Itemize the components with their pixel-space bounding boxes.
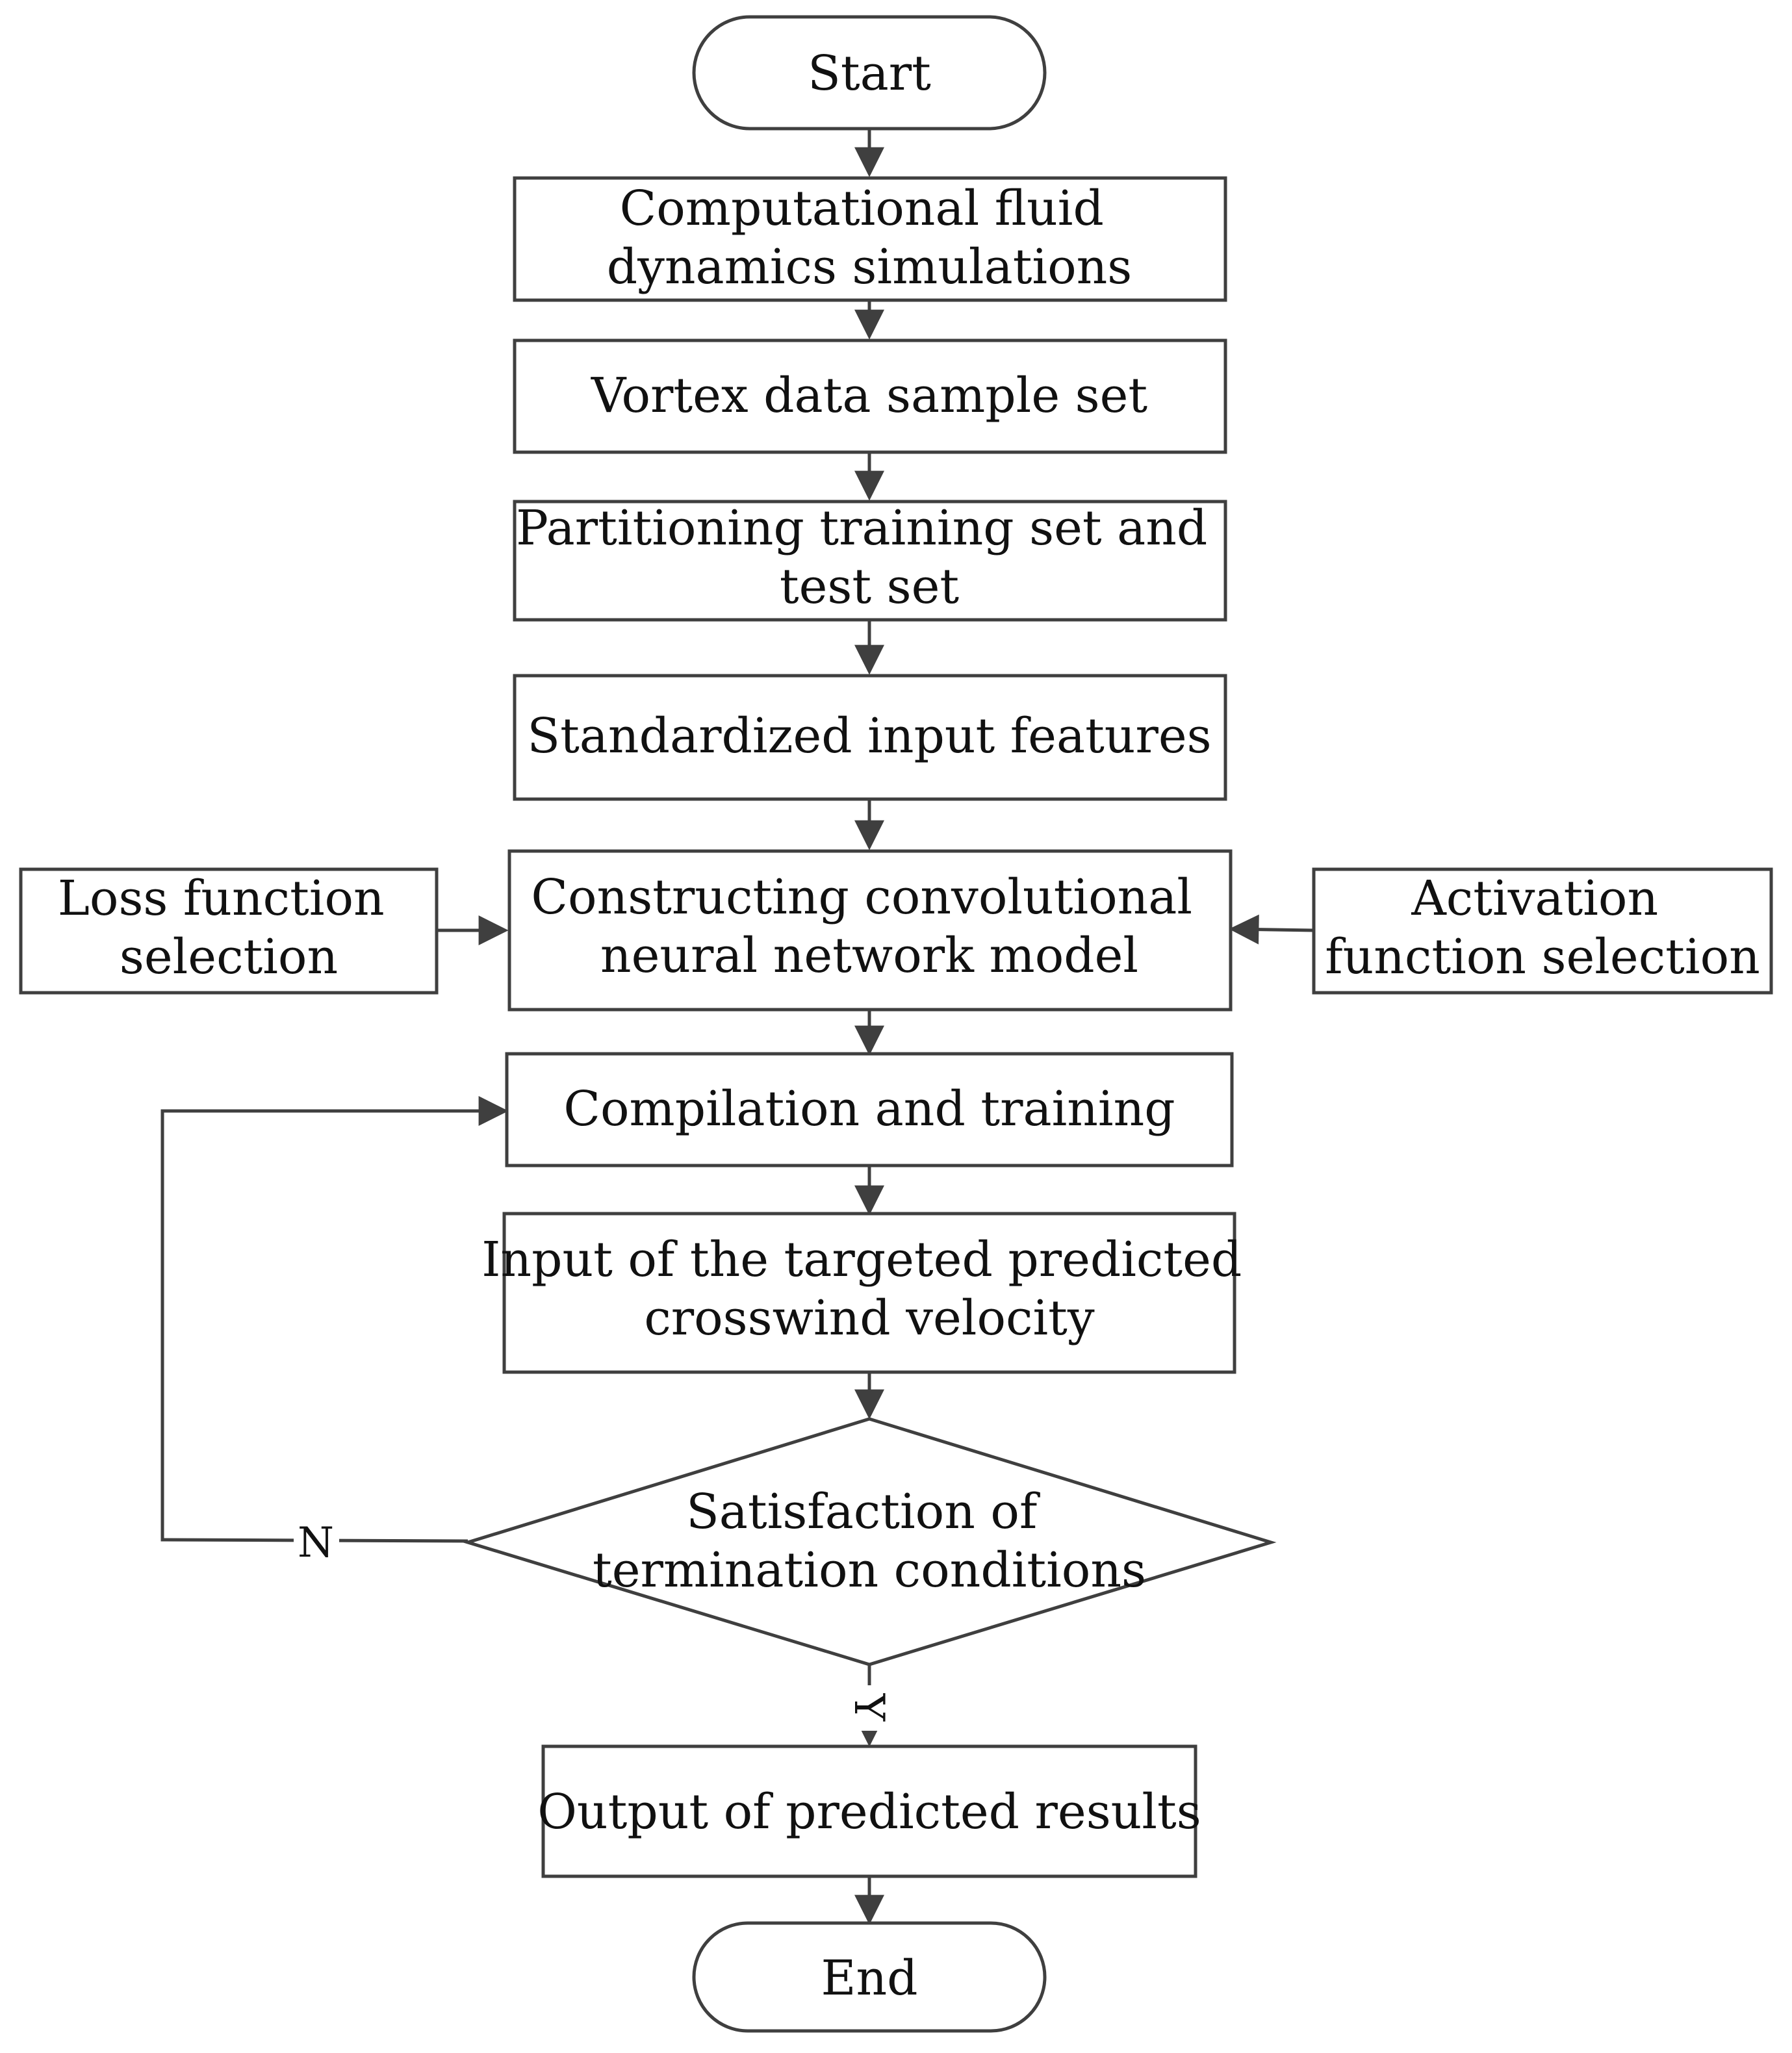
cfd-label: Computational fluid dynamics simulations (607, 181, 1133, 295)
arrow-activation-to-cnn (1229, 914, 1314, 945)
yes-label-background (850, 1685, 889, 1731)
decision-diamond (462, 1417, 1277, 1666)
vortex-process-box (513, 338, 1227, 454)
no-label-background (294, 1514, 339, 1563)
input-label: Input of the targeted predicted crosswin… (481, 1232, 1257, 1346)
cnn-process-box (507, 849, 1233, 1012)
partition-label: Partitioning training set and test set (516, 500, 1223, 615)
cnn-label: Constructing convolutional neural networ… (531, 869, 1207, 984)
standardize-label: Standardized input features (527, 708, 1211, 764)
loss-process-box (19, 867, 439, 995)
yes-edge-label: Y (845, 1693, 893, 1722)
activation-label: Activation function selection (1325, 871, 1760, 985)
decision-label: Satisfaction of termination conditions (593, 1484, 1146, 1598)
activation-process-box (1312, 867, 1773, 995)
end-label: End (821, 1950, 917, 2006)
partition-process-box (513, 500, 1227, 622)
node-labels: Start Computational fluid dynamics simul… (58, 45, 1760, 2006)
start-terminal (692, 15, 1047, 131)
no-edge-label: N (298, 1519, 334, 1567)
nodes (19, 15, 1773, 2033)
vortex-label: Vortex data sample set (591, 368, 1148, 424)
output-label: Output of predicted results (537, 1784, 1201, 1840)
cfd-process-box (513, 176, 1227, 302)
compile-label: Compilation and training (563, 1081, 1175, 1137)
arrow-decision-no-to-compile (160, 1096, 509, 1543)
output-process-box (541, 1744, 1197, 1878)
standardize-process-box (513, 674, 1227, 801)
input-process-box (502, 1212, 1236, 1374)
edge-labels: N Y (294, 1514, 893, 1731)
loss-label: Loss function selection (58, 871, 400, 985)
end-terminal (692, 1921, 1047, 2033)
start-label: Start (808, 45, 931, 101)
compile-process-box (505, 1052, 1234, 1167)
